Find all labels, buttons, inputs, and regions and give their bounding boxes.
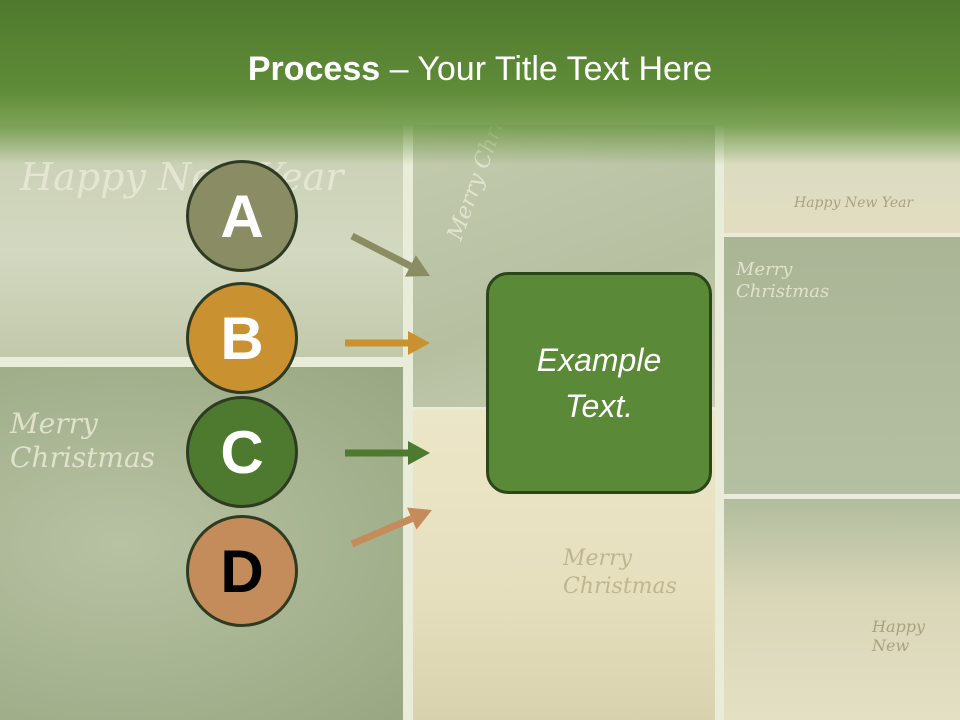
arrow-b	[345, 331, 430, 355]
background-panel-merry-christmas: Merry Christmas	[0, 367, 403, 720]
step-c-letter: C	[220, 418, 264, 486]
arrow-a	[350, 232, 430, 277]
background-greeting: Happy New	[872, 617, 926, 655]
step-c-circle: C	[186, 396, 298, 508]
title-bar	[0, 0, 960, 165]
title-rest: – Your Title Text Here	[380, 50, 713, 88]
background-greeting: Merry Christmas	[10, 407, 156, 474]
step-b-letter: B	[220, 304, 264, 372]
example-text: Example Text.	[536, 342, 662, 424]
step-d-circle: D	[186, 515, 298, 627]
example-text-box: Example Text.	[486, 272, 712, 494]
background-greeting: Happy New Year	[794, 195, 914, 211]
step-d-letter: D	[220, 537, 264, 605]
slide-title: Process – Your Title Text Here	[0, 50, 960, 89]
background-panel-right-middle: Merry Christmas	[724, 237, 960, 494]
title-strong: Process	[247, 50, 381, 88]
step-a-letter: A	[220, 182, 264, 250]
arrow-d	[350, 507, 432, 548]
background-greeting: Merry Christmas	[563, 546, 677, 599]
step-b-circle: B	[186, 282, 298, 394]
step-a-circle: A	[186, 160, 298, 272]
background-panel-trees: Happy New	[724, 499, 960, 720]
background-greeting: Merry Christmas	[736, 259, 830, 302]
arrow-c	[345, 441, 430, 465]
